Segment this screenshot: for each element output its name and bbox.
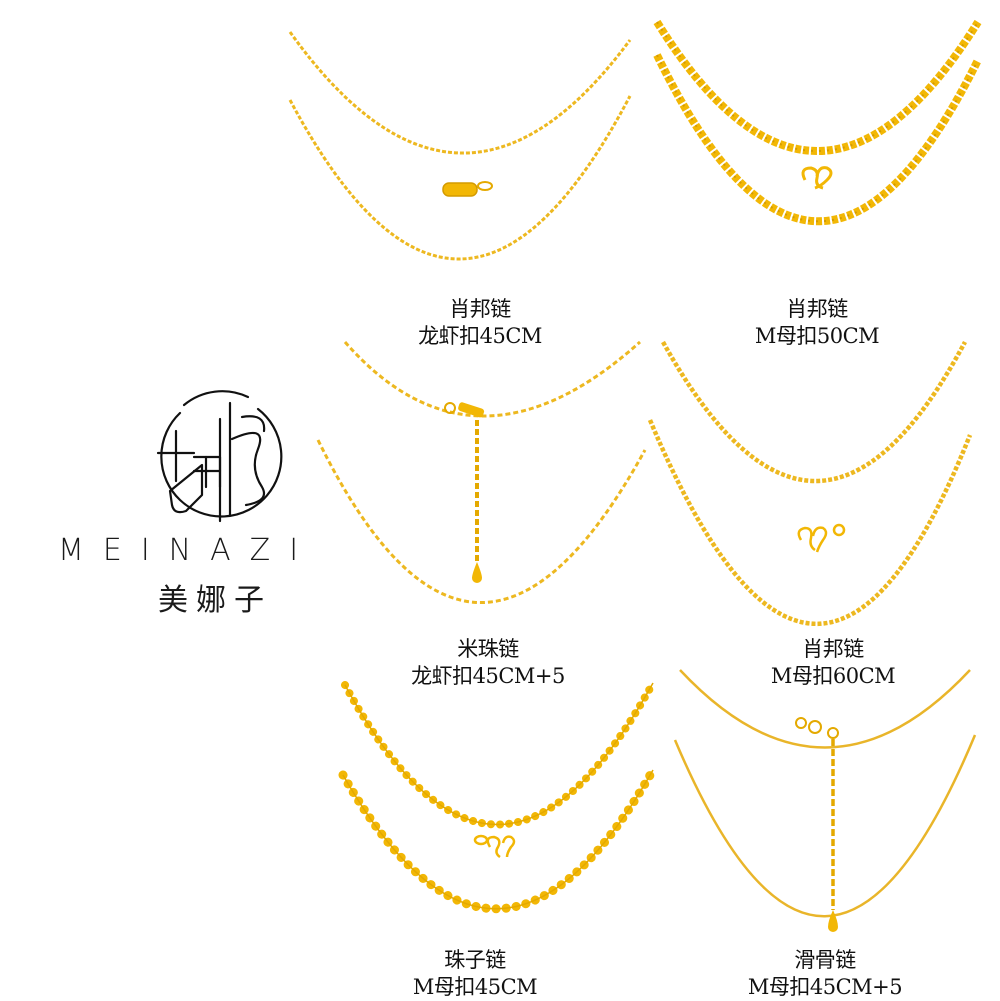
lobster-clasp-icon	[442, 181, 493, 197]
product-name: 肖邦链	[449, 297, 511, 321]
product-spec: M母扣45CM+5	[747, 975, 903, 999]
necklace-ball-bead-image	[338, 679, 658, 914]
logo-mark-icon	[156, 390, 283, 523]
product-spec: M母扣45CM	[412, 975, 538, 999]
product-card-5[interactable]: 珠子链 M母扣45CM	[335, 675, 660, 1000]
product-name: 米珠链	[457, 637, 519, 661]
necklace-thick-wheat-image	[653, 19, 982, 226]
product-label: 肖邦链 M母扣50CM	[717, 296, 917, 350]
product-label: 肖邦链 M母扣60CM	[733, 636, 933, 690]
necklace-snake-image	[673, 669, 977, 932]
product-label: 滑骨链 M母扣45CM+5	[725, 947, 925, 1001]
brand-logo: MEINAZI 美娜子	[40, 365, 340, 625]
product-name: 肖邦链	[802, 637, 864, 661]
product-name: 珠子链	[444, 948, 506, 972]
product-card-4[interactable]: 肖邦链 M母扣60CM	[645, 340, 990, 688]
product-label: 肖邦链 龙虾扣45CM	[380, 296, 580, 350]
product-name: 滑骨链	[794, 948, 856, 972]
necklace-fine-link-image	[288, 31, 632, 261]
product-spec: M母扣60CM	[770, 664, 896, 688]
product-label: 珠子链 M母扣45CM	[375, 947, 575, 1001]
product-card-6[interactable]: 滑骨链 M母扣45CM+5	[665, 665, 985, 1000]
necklace-rice-bead-image	[316, 340, 647, 604]
product-card-1[interactable]: 肖邦链 龙虾扣45CM	[285, 0, 635, 348]
product-spec: 龙虾扣45CM+5	[411, 664, 565, 688]
brand-name-chinese: 美娜子	[158, 583, 272, 618]
product-card-3[interactable]: 米珠链 龙虾扣45CM+5	[310, 340, 655, 688]
drop-charm-icon	[472, 562, 482, 583]
product-spec: 龙虾扣45CM	[418, 324, 542, 348]
m-clasp-icon	[473, 834, 516, 859]
lobster-clasp-icon	[795, 717, 839, 739]
product-label: 米珠链 龙虾扣45CM+5	[388, 636, 588, 690]
brand-name-english: MEINAZI	[58, 533, 318, 568]
necklace-rope-link-image	[647, 340, 973, 626]
product-card-2[interactable]: 肖邦链 M母扣50CM	[645, 0, 990, 348]
m-clasp-icon	[797, 523, 846, 553]
product-spec: M母扣50CM	[754, 324, 880, 348]
drop-charm-icon	[828, 910, 838, 932]
m-clasp-icon	[801, 166, 833, 190]
product-name: 肖邦链	[786, 297, 848, 321]
lobster-clasp-icon	[444, 402, 485, 418]
